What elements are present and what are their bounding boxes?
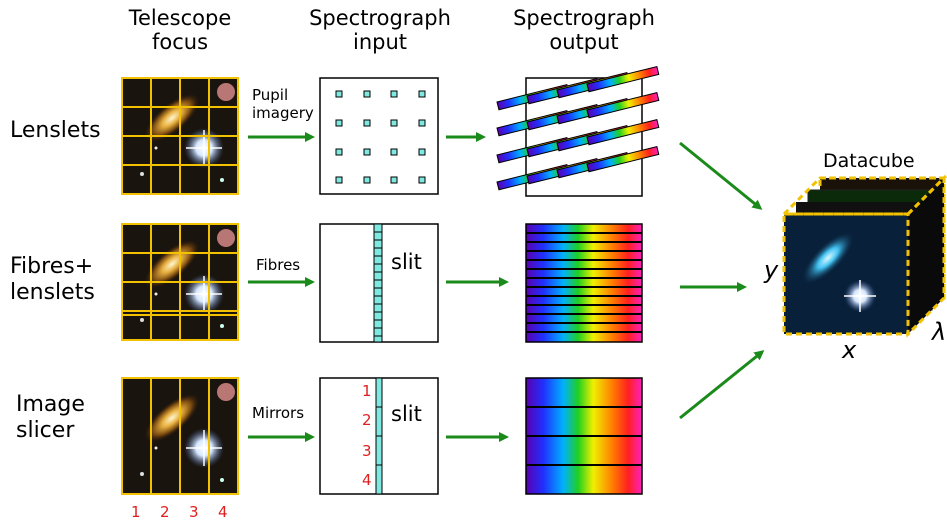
transfer-label-pupil: Pupil imagery [252, 86, 314, 122]
datacube-axis-lambda: λ [932, 318, 947, 346]
header-spectrograph-output: Spectrograph output [488, 6, 680, 54]
arrow-slicer-to-cube [679, 350, 765, 420]
transfer-mirrors-line1: Mirrors [252, 404, 305, 422]
slice-number-3: 3 [362, 442, 372, 460]
column-number-1: 1 [131, 503, 141, 521]
row-label-slicer-line1: Image [16, 392, 85, 417]
input-slicer-box [319, 377, 439, 495]
telescope-image-fibres [121, 223, 239, 341]
header-output-line1: Spectrograph [513, 6, 655, 30]
column-number-3: 3 [189, 503, 199, 521]
output-slicer-spectra [525, 377, 643, 495]
transfer-pupil-line1: Pupil [252, 86, 289, 104]
arrow-lenslets-to-cube [679, 141, 763, 210]
row-label-lenslets-line1: Lenslets [10, 118, 101, 143]
row-label-slicer-line2: slicer [16, 418, 75, 443]
slice-number-2: 2 [362, 411, 372, 429]
column-number-4: 4 [218, 503, 228, 521]
row-label-fibres: Fibres+ lenslets [10, 254, 95, 306]
header-telescope-line1: Telescope [128, 6, 232, 30]
column-number-2: 2 [160, 503, 170, 521]
header-output-line2: output [549, 30, 619, 54]
header-input-line2: input [352, 30, 408, 54]
transfer-fibres-line1: Fibres [256, 256, 301, 274]
transfer-label-fibres: Fibres [256, 256, 300, 274]
transfer-label-mirrors: Mirrors [252, 404, 304, 422]
header-input-line1: Spectrograph [309, 6, 451, 30]
datacube [780, 174, 947, 338]
datacube-axis-x: x [842, 336, 857, 364]
telescope-image-lenslets [121, 77, 239, 195]
datacube-axis-y: y [764, 256, 779, 284]
header-spectrograph-input: Spectrograph input [288, 6, 472, 54]
telescope-image-slicer [121, 377, 239, 495]
datacube-title: Datacube [823, 150, 915, 172]
row-label-fibres-line1: Fibres+ [10, 254, 94, 279]
output-lenslets-spectra [496, 65, 660, 197]
header-telescope-line2: focus [151, 30, 209, 54]
row-label-lenslets: Lenslets [10, 118, 101, 144]
slice-number-1: 1 [362, 382, 372, 400]
transfer-pupil-line2: imagery [252, 104, 314, 122]
input-lenslets-box [319, 77, 439, 195]
row-label-fibres-line2: lenslets [10, 280, 95, 305]
row-label-slicer: Image slicer [16, 392, 85, 444]
slit-label-slicer: slit [391, 402, 422, 426]
header-telescope-focus: Telescope focus [100, 6, 260, 54]
slice-number-4: 4 [362, 471, 372, 489]
output-fibres-spectra [525, 223, 643, 343]
input-fibres-box [319, 223, 439, 343]
slit-label-fibres: slit [391, 250, 422, 274]
